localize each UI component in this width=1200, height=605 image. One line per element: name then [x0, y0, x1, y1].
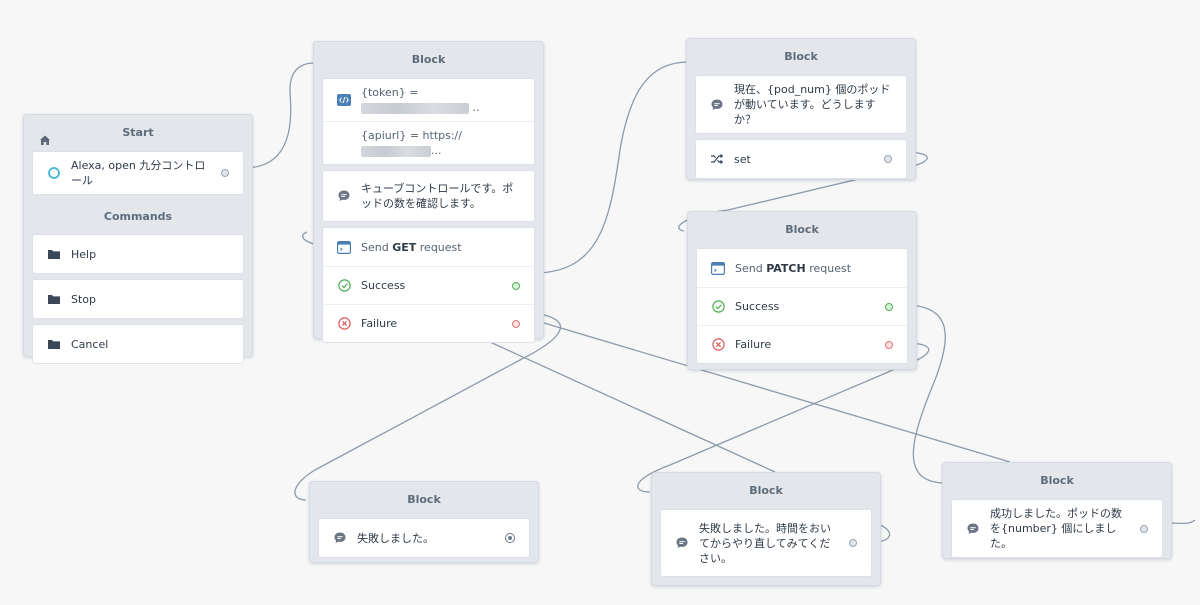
patch-failure-label: Failure	[735, 338, 772, 351]
commands-title: Commands	[103, 210, 173, 223]
command-help-label: Help	[71, 247, 97, 261]
token-label: {token} =	[361, 86, 419, 99]
get-request-method: GET	[392, 240, 417, 254]
set-variables-group[interactable]: {token} = .. {apiurl} = https://...	[322, 78, 535, 165]
start-node[interactable]: Start Alexa, open 九分コントロール Commands Help…	[23, 114, 253, 364]
block-4-title: Block	[407, 493, 441, 506]
speak-text-1: キューブコントロールです。ポッドの数を確認します。	[361, 182, 514, 210]
patch-failure-row[interactable]: Failure	[697, 325, 907, 363]
apiurl-row[interactable]: {apiurl} = https://...	[323, 121, 534, 164]
x-circle-icon	[711, 338, 725, 352]
token-row[interactable]: {token} = ..	[323, 79, 534, 121]
command-cancel-label: Cancel	[71, 337, 109, 351]
get-request-group[interactable]: Send GET request Success Failure	[322, 227, 535, 343]
command-cancel[interactable]: Cancel	[32, 324, 244, 364]
speech-bubble-icon	[675, 536, 689, 550]
folder-icon	[47, 292, 61, 306]
alexa-trigger-row[interactable]: Alexa, open 九分コントロール	[33, 152, 243, 194]
block-6[interactable]: Block 成功しました。ポッドの数を{number} 個にしました。	[942, 462, 1172, 559]
block-2-title: Block	[784, 50, 818, 63]
get-success-row[interactable]: Success	[323, 266, 534, 304]
speak-group-5[interactable]: 失敗しました。時間をおいてからやり直してみてください。	[660, 509, 872, 577]
speech-bubble-icon	[966, 522, 980, 536]
folder-icon	[47, 247, 61, 261]
block-5[interactable]: Block 失敗しました。時間をおいてからやり直してみてください。	[651, 472, 881, 586]
speak-group-4[interactable]: 失敗しました。	[318, 518, 530, 558]
speak-text-5: 失敗しました。時間をおいてからやり直してみてください。	[699, 521, 831, 565]
speak-text-4: 失敗しました。	[357, 531, 434, 545]
alexa-icon	[47, 166, 61, 180]
speak-group-1[interactable]: キューブコントロールです。ポッドの数を確認します。	[322, 170, 535, 222]
speak-group-2[interactable]: 現在、{pod_num} 個のポッドが動いています。どうしますか？	[695, 75, 907, 134]
block-5-title: Block	[749, 484, 783, 497]
patch-request-row[interactable]: Send PATCH request	[697, 249, 907, 287]
speech-bubble-icon	[337, 189, 351, 203]
block-1-title: Block	[411, 53, 446, 66]
patch-request-group[interactable]: Send PATCH request Success Failure	[696, 248, 908, 364]
patch-success-label: Success	[735, 300, 780, 313]
x-circle-icon	[337, 317, 351, 331]
trigger-output-port[interactable]	[221, 169, 229, 177]
folder-icon	[47, 337, 61, 351]
start-trigger-group: Alexa, open 九分コントロール	[32, 151, 244, 195]
patch-success-row[interactable]: Success	[697, 287, 907, 325]
code-icon	[337, 93, 351, 107]
apiurl-label: {apiurl} = https://	[361, 129, 462, 142]
set-label: set	[734, 152, 751, 166]
set-row[interactable]: set	[696, 140, 906, 178]
get-request-row[interactable]: Send GET request	[323, 228, 534, 266]
block-3[interactable]: Block Send PATCH request Success Failure	[687, 211, 917, 370]
get-success-port[interactable]	[512, 281, 520, 290]
wire-start-to-block1	[243, 62, 316, 169]
get-failure-label: Failure	[361, 317, 398, 330]
wire-get-success-to-block2	[533, 61, 689, 274]
start-node-title: Start	[122, 126, 154, 139]
speech-bubble-icon	[710, 98, 724, 112]
set-group[interactable]: set	[695, 139, 907, 179]
set-output-port[interactable]	[884, 155, 892, 163]
end-output-port[interactable]	[505, 533, 515, 543]
patch-success-port[interactable]	[885, 302, 893, 311]
api-window-icon	[337, 240, 351, 254]
speak-text-2: 現在、{pod_num} 個のポッドが動いています。どうしますか？	[734, 83, 891, 126]
block-4[interactable]: Block 失敗しました。	[309, 481, 539, 563]
speak-text-6: 成功しました。ポッドの数を{number} 個にしました。	[990, 507, 1122, 550]
get-request-prefix: Send	[361, 240, 389, 254]
block-6-output-port[interactable]	[1140, 524, 1148, 533]
get-request-suffix: request	[419, 240, 462, 254]
get-success-label: Success	[361, 279, 406, 292]
block-5-output-port[interactable]	[849, 539, 857, 547]
block-6-title: Block	[1040, 474, 1074, 487]
block-3-title: Block	[785, 223, 819, 236]
block-2[interactable]: Block 現在、{pod_num} 個のポッドが動いています。どうしますか？ …	[686, 38, 916, 180]
patch-failure-port[interactable]	[885, 340, 893, 349]
api-window-icon	[711, 261, 725, 275]
speak-group-6[interactable]: 成功しました。ポッドの数を{number} 個にしました。	[951, 499, 1163, 558]
get-failure-row[interactable]: Failure	[323, 304, 534, 342]
patch-request-method: PATCH	[766, 261, 806, 275]
apiurl-suffix: ...	[431, 144, 442, 157]
alexa-trigger-label: Alexa, open 九分コントロール	[71, 159, 206, 187]
check-circle-icon	[337, 279, 351, 293]
get-failure-port[interactable]	[512, 319, 520, 328]
speech-bubble-icon	[333, 531, 347, 545]
patch-request-prefix: Send	[735, 261, 763, 275]
shuffle-icon	[710, 152, 724, 166]
apiurl-value-redacted	[361, 145, 431, 157]
check-circle-icon	[711, 300, 725, 314]
command-stop[interactable]: Stop	[32, 279, 244, 319]
patch-request-suffix: request	[809, 261, 852, 275]
home-icon	[38, 126, 52, 145]
command-stop-label: Stop	[71, 292, 97, 306]
block-1[interactable]: Block {token} = .. {apiurl} = https://..…	[313, 41, 544, 343]
token-suffix: ..	[472, 101, 480, 114]
token-value-redacted	[361, 102, 469, 114]
command-help[interactable]: Help	[32, 234, 244, 274]
